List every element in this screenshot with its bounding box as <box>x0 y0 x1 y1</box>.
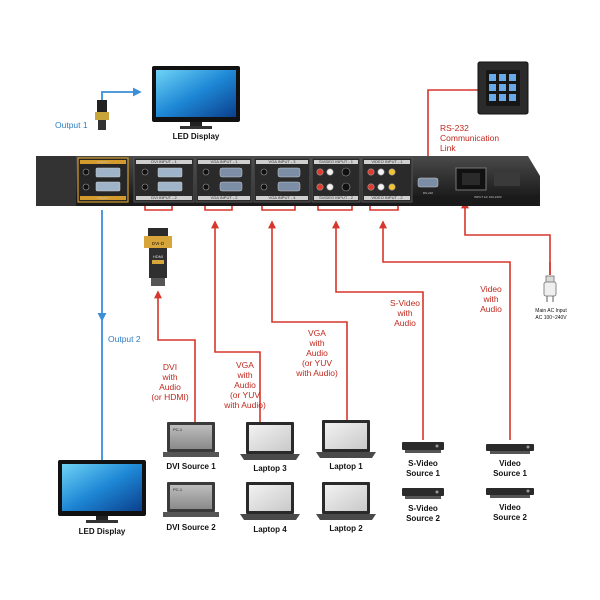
svideo-source-1-device <box>402 442 444 453</box>
rs232-port-label: RS-232 <box>423 191 434 195</box>
signal-label-vga-a: VGA with Audio (or YUV with Audio) <box>223 360 266 410</box>
dvi-source-2-device <box>163 482 219 517</box>
video-input-1-label: VIDEO INPUT - 1 <box>371 159 403 164</box>
rs232-label-3: Link <box>440 143 456 153</box>
svideo-source-2-label-2: Source 2 <box>406 514 440 523</box>
dvi-hdmi-adapter <box>144 228 172 286</box>
video-source-1-label-1: Video <box>499 459 521 468</box>
vga-input-2-label: VGA INPUT - 2 <box>210 195 238 200</box>
pc-badge-2: PC-1 <box>173 487 183 492</box>
vga-line-laptop1 <box>268 220 348 420</box>
power-plug <box>543 262 557 302</box>
laptop-3-device <box>240 422 300 460</box>
signal-vga-a-line-3: Audio <box>234 380 256 390</box>
signal-dvi-line-2: with <box>161 372 177 382</box>
signal-label-video: Video with Audio <box>480 284 502 314</box>
dvi-input-2-label: DVI INPUT - 2 <box>151 195 177 200</box>
video-source-2-device <box>486 488 534 498</box>
led-display-top <box>152 66 240 129</box>
signal-vga-a-line-1: VGA <box>236 360 254 370</box>
touch-control-panel <box>477 61 529 115</box>
video-source-2-label-2: Source 2 <box>493 513 527 522</box>
dvi-source-1-label: DVI Source 1 <box>166 462 216 471</box>
vga-input-4-label: VGA INPUT - 4 <box>268 195 296 200</box>
signal-vga-b-line-5: with Audio) <box>295 368 338 378</box>
output1-connector <box>95 100 109 130</box>
signal-vga-b-line-3: Audio <box>306 348 328 358</box>
signal-vga-b-line-2: with <box>308 338 324 348</box>
dvi-source-2-label: DVI Source 2 <box>166 523 216 532</box>
rs232-label-2: Communication <box>440 133 499 143</box>
signal-label-svideo: S-Video with Audio <box>390 298 420 328</box>
dvi-output-1-label: Output 1 <box>97 160 109 164</box>
signal-dvi-line-1: DVI <box>163 362 177 372</box>
laptop-4-label: Laptop 4 <box>253 525 287 534</box>
rs232-label-1: RS-232 <box>440 123 469 133</box>
power-input-label: INPUT AC 100-240V <box>474 195 502 199</box>
switcher-chassis: Output 1 Output 2 DVI INPUT - 1 DVI INPU… <box>36 156 540 206</box>
signal-svideo-line-1: S-Video <box>390 298 420 308</box>
vga-input-1-label: VGA INPUT - 1 <box>210 159 238 164</box>
video-line <box>379 220 511 440</box>
output1-label: Output 1 <box>55 120 88 130</box>
vga-line-laptop3 <box>211 220 261 425</box>
vga-input-3-label: VGA INPUT - 3 <box>268 159 296 164</box>
power-label-2: AC 100~240V <box>535 315 567 321</box>
signal-lines <box>144 89 551 440</box>
signal-vga-b-line-4: (or YUV <box>302 358 332 368</box>
signal-vga-b-line-1: VGA <box>308 328 326 338</box>
signal-video-line-2: with <box>482 294 498 304</box>
signal-label-vga-b: VGA with Audio (or YUV with Audio) <box>295 328 338 378</box>
svideo-source-1-label-2: Source 1 <box>406 469 440 478</box>
svideo-input-2-label: SVIDEO INPUT - 2 <box>319 195 354 200</box>
svideo-line <box>332 220 424 440</box>
signal-video-line-1: Video <box>480 284 502 294</box>
led-display-bottom-label: LED Display <box>79 527 126 536</box>
laptop-3-label: Laptop 3 <box>253 464 287 473</box>
power-line <box>461 200 551 275</box>
laptop-1-label: Laptop 1 <box>329 462 363 471</box>
signal-video-line-3: Audio <box>480 304 502 314</box>
signal-vga-a-line-4: (or YUV <box>230 390 260 400</box>
signal-svideo-line-3: Audio <box>394 318 416 328</box>
led-display-top-label: LED Display <box>173 132 220 141</box>
svideo-source-2-device <box>402 488 444 499</box>
video-input-2-label: VIDEO INPUT - 2 <box>371 195 403 200</box>
laptop-2-device <box>316 482 376 520</box>
led-display-bottom <box>58 460 146 523</box>
output1-line <box>101 87 142 128</box>
dvi-input-1-label: DVI INPUT - 1 <box>151 159 177 164</box>
svideo-source-2-label-1: S-Video <box>408 504 438 513</box>
video-source-1-device <box>486 444 534 454</box>
power-label-1: Main AC Input <box>535 308 567 314</box>
signal-svideo-line-2: with <box>396 308 412 318</box>
laptop-4-device <box>240 482 300 520</box>
signal-vga-a-line-2: with <box>236 370 252 380</box>
video-source-2-label-1: Video <box>499 503 521 512</box>
output2-label: Output 2 <box>108 334 141 344</box>
connector-dvi-label: DVI-D <box>152 241 165 246</box>
output-lines <box>97 87 142 462</box>
dvi-signal-line <box>154 290 196 430</box>
svideo-source-1-label-1: S-Video <box>408 459 438 468</box>
laptop-1-device <box>316 420 376 458</box>
connector-hdmi-label: HDMI <box>153 254 163 259</box>
svideo-input-1-label: SVIDEO INPUT - 1 <box>319 159 354 164</box>
video-source-1-label-2: Source 1 <box>493 469 527 478</box>
signal-label-dvi: DVI with Audio (or HDMI) <box>151 362 188 402</box>
dvi-source-1-device <box>163 422 219 457</box>
signal-dvi-line-3: Audio <box>159 382 181 392</box>
signal-vga-a-line-5: with Audio) <box>223 400 266 410</box>
laptop-2-label: Laptop 2 <box>329 524 363 533</box>
signal-dvi-line-4: (or HDMI) <box>151 392 188 402</box>
pc-badge-1: PC-1 <box>173 427 183 432</box>
dvi-output-2-label: Output 2 <box>97 196 109 200</box>
